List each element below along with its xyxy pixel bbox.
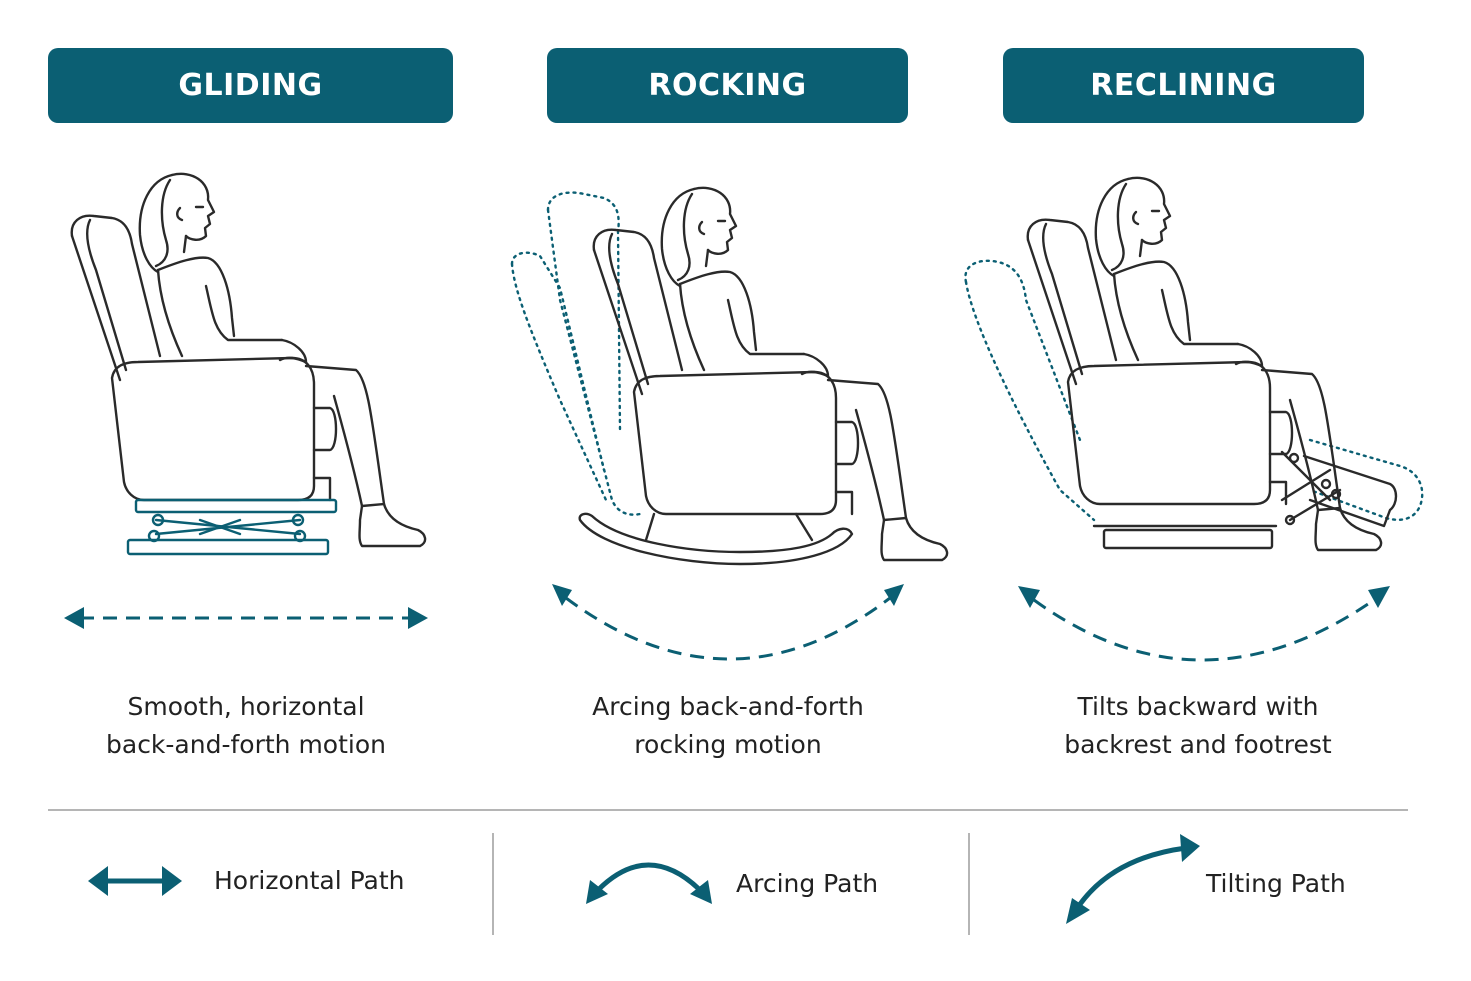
gliding-caption: Smooth, horizontal back-and-forth motion [106,692,386,759]
reclining-motion-arrow [1018,586,1390,662]
reclining-caption: Tilts backward with backrest and footres… [1064,692,1332,759]
legend-separator-2 [968,833,970,935]
legend-arcing-label: Arcing Path [736,869,879,898]
double-arrow-horizontal-icon [88,866,182,896]
reclining-illustration [964,176,1424,662]
gliding-title: GLIDING [178,68,323,103]
rocking-header: ROCKING [547,48,908,123]
legend-tilting-label: Tilting Path [1206,869,1346,898]
rocking-motion-arrow [552,584,904,661]
gliding-motion-arrow [64,607,428,629]
gliding-header: GLIDING [48,48,453,123]
rocking-illustration [510,186,949,661]
rocking-title: ROCKING [648,68,807,103]
tilt-arrow-icon [1066,834,1200,924]
arc-arrow-icon [586,862,712,904]
gliding-illustration [64,172,428,629]
reclining-title: RECLINING [1090,68,1277,103]
rocking-caption: Arcing back-and-forth rocking motion [592,692,864,759]
reclining-header: RECLINING [1003,48,1364,123]
legend-divider [48,809,1408,811]
legend-separator-1 [492,833,494,935]
legend-horizontal-label: Horizontal Path [214,866,405,895]
